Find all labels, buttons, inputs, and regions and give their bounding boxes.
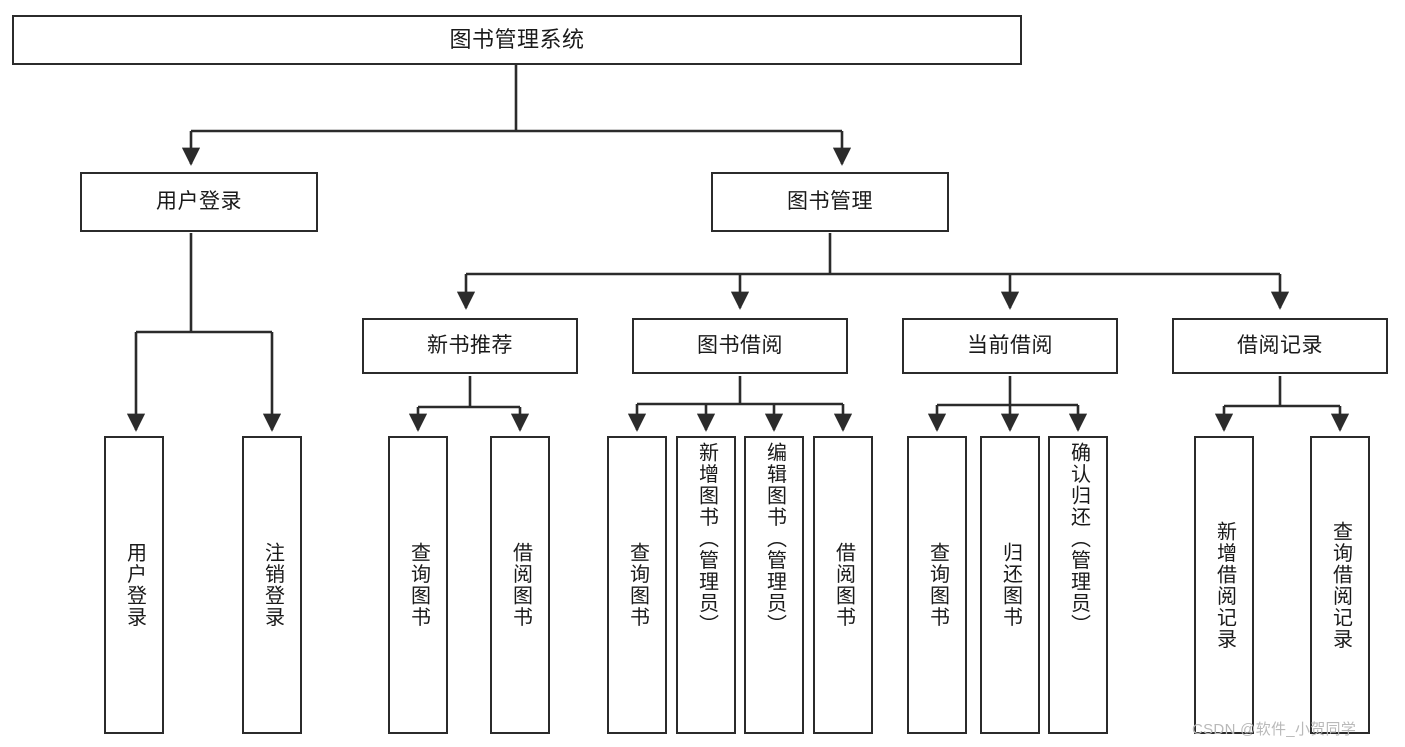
leaf-return-book[interactable]: 归还图书	[980, 436, 1040, 734]
leaf-query-book-current[interactable]: 查询图书	[907, 436, 967, 734]
leaf-confirm-return-admin[interactable]: 确认归还（管理员）	[1048, 436, 1108, 734]
node-label: 当前借阅	[967, 333, 1053, 357]
node-new-book-recommend[interactable]: 新书推荐	[362, 318, 578, 374]
leaf-query-book-borrow[interactable]: 查询图书	[607, 436, 667, 734]
node-label: 新增借阅记录	[1213, 520, 1236, 650]
leaf-logout[interactable]: 注销登录	[242, 436, 302, 734]
node-book-management[interactable]: 图书管理	[711, 172, 949, 232]
node-label: 归还图书	[999, 542, 1022, 628]
node-current-borrow[interactable]: 当前借阅	[902, 318, 1118, 374]
leaf-user-login[interactable]: 用户登录	[104, 436, 164, 734]
node-label: 图书管理	[787, 189, 873, 213]
node-label: 查询图书	[407, 542, 430, 628]
node-label: 查询图书	[926, 542, 949, 628]
node-label: 用户登录	[123, 542, 146, 628]
node-label: 图书借阅	[697, 333, 783, 357]
node-label: 图书管理系统	[449, 27, 585, 53]
node-label: 借阅图书	[832, 542, 855, 628]
leaf-query-book-recommend[interactable]: 查询图书	[388, 436, 448, 734]
leaf-borrow-book[interactable]: 借阅图书	[813, 436, 873, 734]
node-user-login[interactable]: 用户登录	[80, 172, 318, 232]
node-label: 新增图书（管理员）	[695, 442, 718, 636]
node-borrow-record[interactable]: 借阅记录	[1172, 318, 1388, 374]
node-label: 确认归还（管理员）	[1067, 442, 1090, 636]
node-label: 查询借阅记录	[1329, 520, 1352, 650]
node-label: 用户登录	[156, 189, 242, 213]
csdn-watermark: CSDN @软件_小贺同学	[1192, 721, 1357, 738]
node-book-borrow[interactable]: 图书借阅	[632, 318, 848, 374]
node-label: 新书推荐	[427, 333, 513, 357]
leaf-query-borrow-record[interactable]: 查询借阅记录	[1310, 436, 1370, 734]
leaf-edit-book-admin[interactable]: 编辑图书（管理员）	[744, 436, 804, 734]
node-label: 借阅图书	[509, 542, 532, 628]
node-label: 查询图书	[626, 542, 649, 628]
node-label: 编辑图书（管理员）	[763, 442, 786, 636]
node-root-book-management-system[interactable]: 图书管理系统	[12, 15, 1022, 65]
leaf-add-borrow-record[interactable]: 新增借阅记录	[1194, 436, 1254, 734]
leaf-add-book-admin[interactable]: 新增图书（管理员）	[676, 436, 736, 734]
leaf-borrow-book-recommend[interactable]: 借阅图书	[490, 436, 550, 734]
node-label: 注销登录	[261, 542, 284, 628]
node-label: 借阅记录	[1237, 333, 1323, 357]
